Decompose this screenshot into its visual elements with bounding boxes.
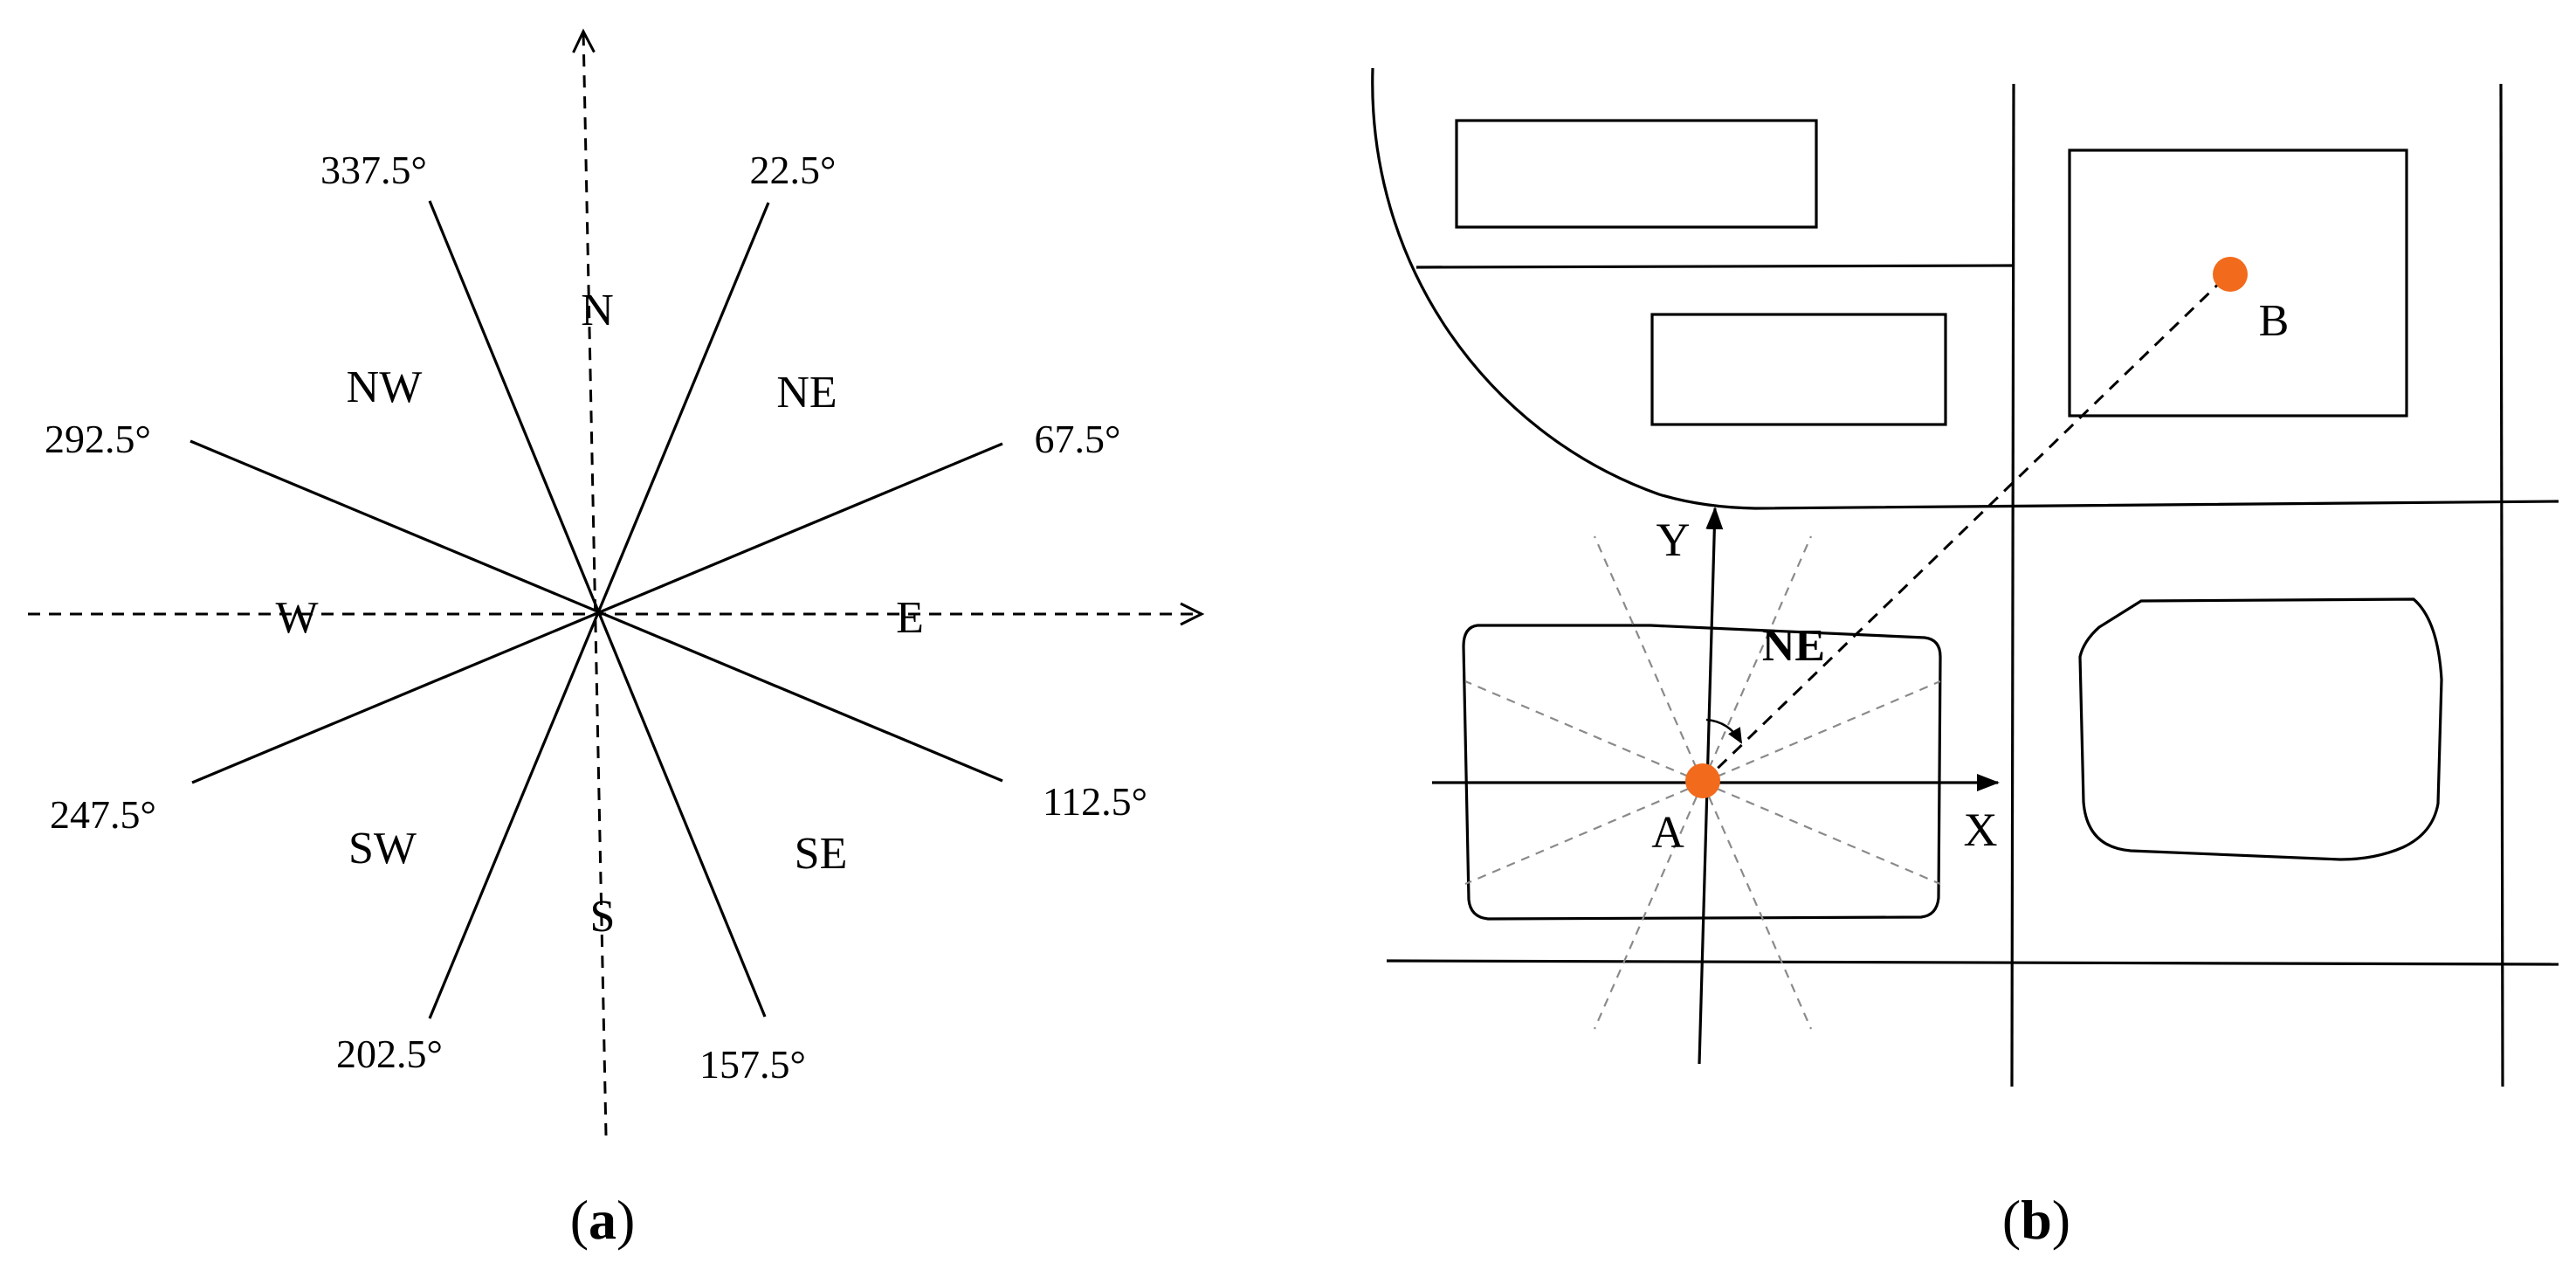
point-b-marker <box>2213 257 2248 292</box>
point-label-a: A <box>1651 808 1684 858</box>
angle-label-292: 292.5° <box>45 417 151 461</box>
road-lower <box>1386 959 2559 966</box>
block-bottom-right <box>2078 597 2443 861</box>
sector-line-7 <box>1702 781 1941 886</box>
caption-a: (a) <box>570 1189 636 1251</box>
sector-label-ne: NE <box>1762 621 1825 671</box>
sector-line-5 <box>1702 680 1941 784</box>
road-upper-left <box>1415 264 2015 269</box>
angle-label-202: 202.5° <box>336 1032 443 1076</box>
axis-label-y: Y <box>1656 514 1691 566</box>
road-vertical-middle <box>2010 83 2015 1087</box>
axis-label-x: X <box>1964 804 1998 856</box>
sector-line-1 <box>1593 782 1705 1030</box>
direction-label-se: SE <box>795 829 848 879</box>
direction-label-n: N <box>581 286 614 335</box>
boundary-67-247 <box>191 442 1003 784</box>
building-top-left <box>1455 119 1818 229</box>
curved-road <box>1371 67 2559 510</box>
block-around-a <box>1462 624 1942 921</box>
point-label-b: B <box>2259 296 2290 346</box>
caption-b-letter: b <box>2021 1189 2052 1251</box>
angle-label-67: 67.5° <box>1035 417 1121 461</box>
compass-panel: 337.5° 22.5° 292.5° 67.5° 247.5° 112.5° … <box>28 28 1205 1251</box>
direction-label-sw: SW <box>348 824 417 873</box>
angle-label-112: 112.5° <box>1043 779 1147 824</box>
angle-label-247: 247.5° <box>50 792 156 837</box>
building-top-right <box>2068 148 2408 418</box>
sector-line-2 <box>1701 782 1813 1030</box>
north-south-axis <box>572 28 608 1136</box>
angle-arc <box>1705 718 1743 744</box>
angle-label-22: 22.5° <box>750 148 837 192</box>
angle-label-337: 337.5° <box>320 148 427 192</box>
caption-b: (b) <box>2002 1189 2070 1251</box>
sector-line-3 <box>1593 535 1705 783</box>
building-middle-left <box>1650 313 1947 426</box>
caption-a-letter: a <box>589 1189 616 1251</box>
point-a-marker <box>1685 763 1720 798</box>
road-vertical-right <box>2499 83 2504 1087</box>
angle-label-157: 157.5° <box>699 1042 806 1087</box>
sector-line-8 <box>1464 680 1704 784</box>
direction-label-e: E <box>896 593 924 643</box>
boundary-337-157 <box>428 200 767 1018</box>
direction-label-nw: NW <box>347 362 423 412</box>
boundary-292-112 <box>189 439 1003 783</box>
direction-label-ne: NE <box>776 368 837 418</box>
sector-line-4 <box>1701 535 1813 783</box>
map-panel: X Y A B NE (b) <box>1371 67 2559 1251</box>
line-a-to-b <box>1701 273 2230 784</box>
direction-label-s: S <box>590 892 616 942</box>
direction-label-w: W <box>275 593 318 643</box>
sector-line-6 <box>1464 781 1704 886</box>
sector-lines <box>1464 535 1941 1030</box>
boundary-22-202 <box>428 202 770 1019</box>
